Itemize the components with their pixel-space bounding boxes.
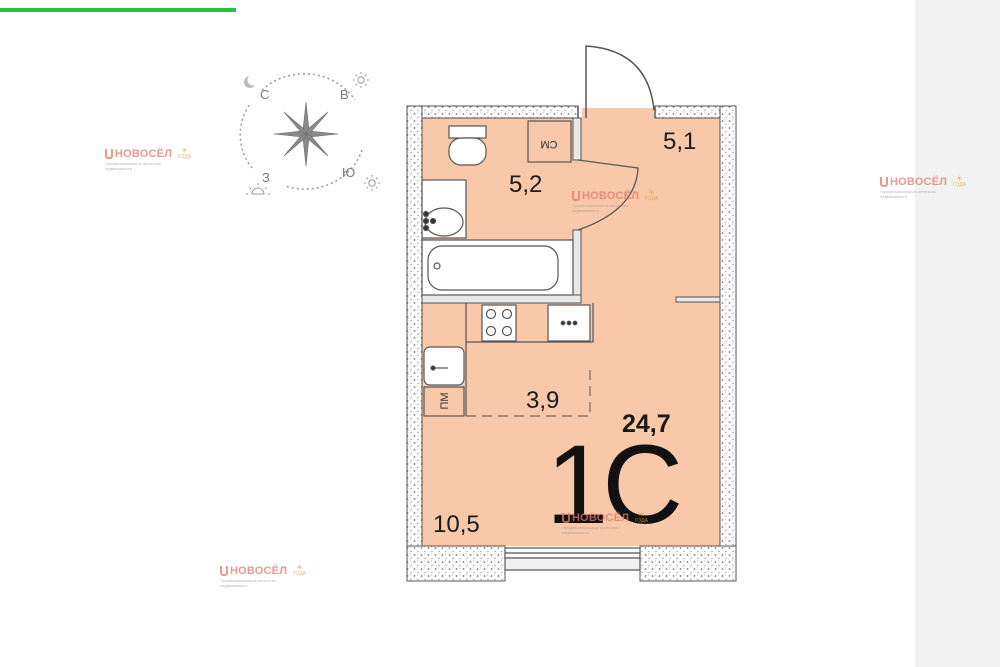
compass: С В Ю З <box>239 72 380 195</box>
watermark: НОВОСЁЛ Профессиональное агентство недви… <box>880 174 966 199</box>
compass-arc <box>239 103 253 169</box>
compass-south-label: Ю <box>342 165 355 180</box>
watermark-tagline: Профессиональное агентство недвижимости <box>562 525 618 535</box>
watermark-logo: НОВОСЁЛ <box>572 190 642 202</box>
compass-west-label: З <box>262 170 270 185</box>
entry-door <box>577 45 656 118</box>
watermark: НОВОСЁЛ Профессиональное агентство недви… <box>105 146 191 171</box>
kitchen-counter <box>465 303 594 416</box>
watermark-tagline: Профессиональное агентство недвижимости <box>572 203 628 213</box>
kitchen-sink-icon <box>423 346 465 386</box>
watermark: НОВОСЁЛ Профессиональное агентство недви… <box>220 563 306 588</box>
moon-icon <box>244 74 259 88</box>
compass-north-label: С <box>260 87 269 102</box>
washing-machine: СМ <box>527 120 572 163</box>
stove-icon <box>481 304 517 342</box>
sun-icon: ☀ <box>637 510 646 519</box>
sun-icon: ☀ <box>180 146 189 155</box>
watermark-logo: НОВОСЁЛ <box>880 176 950 188</box>
compass-arc <box>284 149 363 190</box>
watermark-award: ☀ГОДА <box>635 510 648 525</box>
watermark-award: ☀ГОДА <box>645 188 658 203</box>
balcony-window <box>504 547 641 571</box>
dishwasher: ПМ <box>423 386 465 417</box>
compass-east-label: В <box>340 87 349 102</box>
bathtub-icon <box>421 239 574 296</box>
watermark-tagline: Профессиональное агентство недвижимости <box>220 578 276 588</box>
sink-icon <box>421 179 467 239</box>
watermark-logo: НОВОСЁЛ <box>105 148 175 160</box>
kitchen-area: 3,9 <box>526 387 559 414</box>
watermark-award: ☀ГОДА <box>953 174 966 189</box>
watermark-tagline: Профессиональное агентство недвижимости <box>105 161 161 171</box>
balcony-area: 5,1 <box>663 128 696 155</box>
unit-type-label: 1С <box>546 422 679 547</box>
sun-icon: ☀ <box>295 563 304 572</box>
watermark-logo: НОВОСЁЛ <box>220 565 290 577</box>
cooktop-icon <box>547 304 591 342</box>
toilet-icon <box>448 125 487 166</box>
watermark-award: ☀ГОДА <box>178 146 191 161</box>
washing-machine-label: СМ <box>541 138 558 150</box>
sun-icon: ☀ <box>647 188 656 197</box>
outer-walls <box>406 105 737 582</box>
dishwasher-label: ПМ <box>439 392 451 409</box>
kitchen-zone-boundary <box>466 368 591 417</box>
living-area: 10,5 <box>433 511 480 538</box>
watermark-tagline: Профессиональное агентство недвижимости <box>880 189 936 199</box>
sun-icon: ☀ <box>955 174 964 183</box>
watermark-award: ☀ГОДА <box>293 563 306 578</box>
watermark: НОВОСЁЛ Профессиональное агентство недви… <box>562 510 648 535</box>
sun-icon <box>353 72 369 88</box>
total-area: 24,7 <box>622 410 671 438</box>
accent-bar <box>0 8 236 12</box>
sun-icon <box>364 175 380 191</box>
bathroom-door <box>577 159 639 231</box>
compass-rose-icon <box>273 101 339 167</box>
watermark-logo: НОВОСЁЛ <box>562 512 632 524</box>
right-side-panel <box>915 0 1000 667</box>
floor-plan: С В Ю З <box>239 45 737 582</box>
bathroom-area: 5,2 <box>509 171 542 198</box>
sun-icon <box>246 183 270 195</box>
watermark: НОВОСЁЛ Профессиональное агентство недви… <box>572 188 658 213</box>
